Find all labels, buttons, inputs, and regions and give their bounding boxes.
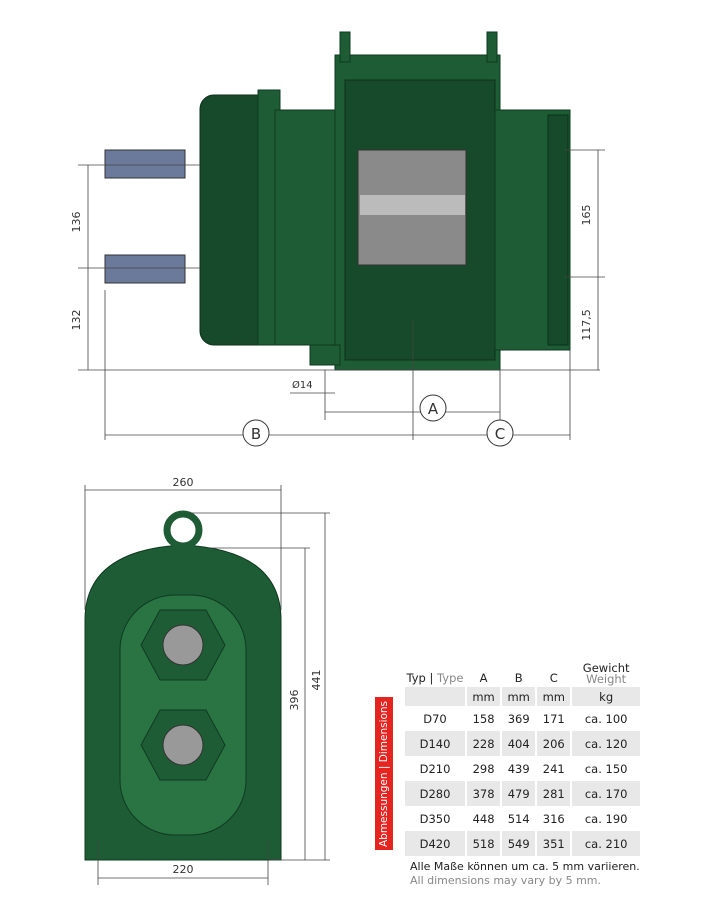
side-view-drawing: 136 132 165 117,5 Ø14 A B C <box>70 31 605 447</box>
cell-b: 514 <box>500 806 537 831</box>
dim-396: 396 <box>288 690 301 711</box>
unit-b: mm <box>500 687 537 706</box>
dim-165: 165 <box>580 205 593 226</box>
dim-117-5: 117,5 <box>580 309 593 341</box>
units-row: mm mm mm kg <box>405 687 640 706</box>
note-english: All dimensions may vary by 5 mm. <box>410 874 601 887</box>
cell-b: 479 <box>500 781 537 806</box>
dim-bore: Ø14 <box>292 379 313 391</box>
cell-typ: D140 <box>405 731 466 756</box>
cell-weight: ca. 150 <box>570 756 640 781</box>
dim-260: 260 <box>173 476 194 489</box>
cell-b: 369 <box>500 706 537 731</box>
dim-441: 441 <box>310 670 323 691</box>
label-a: A <box>428 400 439 418</box>
cell-typ: D210 <box>419 761 451 776</box>
cell-a: 228 <box>464 731 502 756</box>
cell-c: 281 <box>535 781 572 806</box>
cell-typ: D350 <box>419 811 451 826</box>
cell-b: 549 <box>500 831 537 856</box>
cell-typ: D70 <box>423 711 447 726</box>
cell-a: 378 <box>464 781 502 806</box>
unit-a: mm <box>464 687 502 706</box>
label-c: C <box>495 425 505 443</box>
header-gewicht: Gewicht <box>582 661 630 675</box>
note-german: Alle Maße können um ca. 5 mm variieren. <box>410 860 640 873</box>
dim-132: 132 <box>70 310 83 331</box>
header-c: C <box>535 657 572 687</box>
cell-a: 298 <box>464 756 502 781</box>
side-label-text: Abmessungen | Dimensions <box>378 700 390 847</box>
cell-a: 518 <box>464 831 502 856</box>
cell-typ: D420 <box>405 831 466 856</box>
header-weight: Weight <box>586 672 627 686</box>
cell-b: 404 <box>500 731 537 756</box>
unit-c: mm <box>535 687 572 706</box>
cell-c: 171 <box>535 706 572 731</box>
cell-c: 241 <box>535 756 572 781</box>
cell-weight: ca. 100 <box>570 706 640 731</box>
header-typ: Typ <box>406 671 426 685</box>
cell-a: 158 <box>464 706 502 731</box>
dim-136: 136 <box>70 212 83 233</box>
front-view-drawing: 260 396 441 220 <box>84 476 330 885</box>
label-b: B <box>251 425 261 443</box>
cell-b: 439 <box>500 756 537 781</box>
cell-c: 316 <box>535 806 572 831</box>
cell-a: 448 <box>464 806 502 831</box>
tolerance-note: Alle Maße können um ca. 5 mm variieren. … <box>410 860 640 888</box>
dim-220: 220 <box>173 863 194 876</box>
unit-w: kg <box>570 687 640 706</box>
cell-c: 351 <box>535 831 572 856</box>
dimensions-side-label: Abmessungen | Dimensions <box>375 697 393 850</box>
header-a: A <box>464 657 502 687</box>
cell-typ: D280 <box>405 781 466 806</box>
cell-weight: ca. 170 <box>570 781 640 806</box>
cell-weight: ca. 120 <box>570 731 640 756</box>
header-b: B <box>500 657 537 687</box>
cell-weight: ca. 190 <box>570 806 640 831</box>
cell-weight: ca. 210 <box>570 831 640 856</box>
cell-c: 206 <box>535 731 572 756</box>
header-type: Type <box>437 671 464 685</box>
